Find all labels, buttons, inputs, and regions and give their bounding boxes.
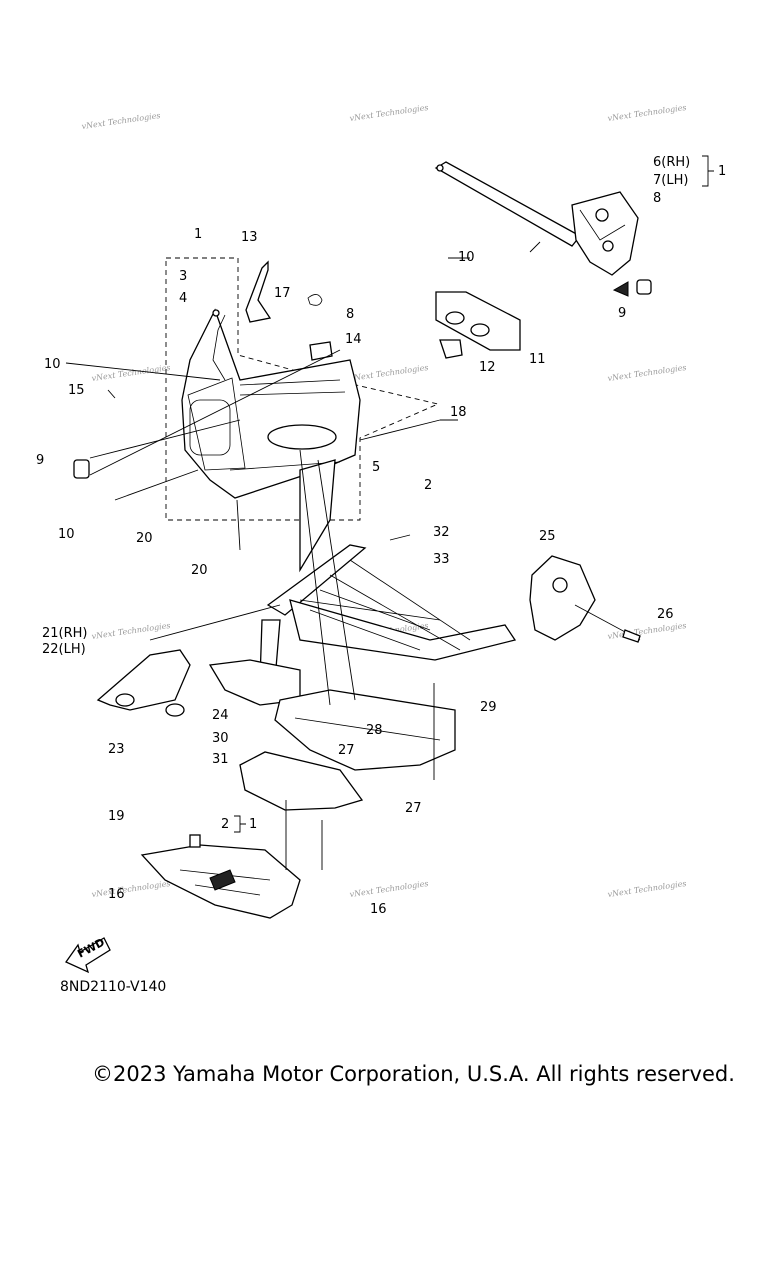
bracket-25[interactable] bbox=[529, 555, 641, 641]
callout: 10 bbox=[58, 527, 75, 542]
callout: 13 bbox=[241, 230, 258, 245]
callout: 9 bbox=[618, 306, 626, 321]
plate-31[interactable] bbox=[239, 751, 364, 811]
callout: 22(LH) bbox=[42, 642, 86, 657]
arrow-marker bbox=[612, 281, 629, 297]
watermark: vNext Technologies bbox=[349, 363, 429, 383]
callout: 3 bbox=[179, 269, 187, 284]
callout: 29 bbox=[480, 700, 497, 715]
callout: 14 bbox=[345, 332, 362, 347]
copyright-notice: ©2023 Yamaha Motor Corporation, U.S.A. A… bbox=[92, 1062, 735, 1086]
watermark: vNext Technologies bbox=[607, 879, 687, 899]
callout: 2 bbox=[221, 817, 229, 832]
fwd-arrow-icon: FWD bbox=[65, 936, 111, 974]
upper-bar[interactable] bbox=[434, 161, 581, 247]
skid-plate-19[interactable] bbox=[140, 834, 301, 919]
callout: 7(LH) bbox=[653, 173, 688, 188]
callout: 8 bbox=[653, 191, 661, 206]
watermark: vNext Technologies bbox=[349, 879, 429, 899]
front-frame-assembly[interactable] bbox=[181, 308, 361, 499]
watermark: vNext Technologies bbox=[607, 363, 687, 383]
watermark: vNext Technologies bbox=[81, 111, 161, 131]
callout: 27 bbox=[405, 801, 422, 816]
callout: 31 bbox=[212, 752, 229, 767]
callout: 15 bbox=[68, 383, 85, 398]
callout: 12 bbox=[479, 360, 496, 375]
callout: 32 bbox=[433, 525, 450, 540]
callout: 10 bbox=[44, 357, 61, 372]
rubber-9-left[interactable] bbox=[73, 459, 90, 479]
callout: 33 bbox=[433, 552, 450, 567]
main-frame[interactable] bbox=[259, 459, 517, 681]
callout: 19 bbox=[108, 809, 125, 824]
callout: 21(RH) bbox=[42, 626, 88, 641]
callout: 5 bbox=[372, 460, 380, 475]
rubber-9-upper[interactable] bbox=[636, 279, 652, 295]
callout-brackets bbox=[234, 155, 714, 833]
callout: 25 bbox=[539, 529, 556, 544]
callout: 1 bbox=[718, 164, 726, 179]
parts-diagram: vNext Technologies vNext Technologies vN… bbox=[36, 103, 726, 974]
callout: 1 bbox=[249, 817, 257, 832]
bracket-12[interactable] bbox=[439, 339, 463, 359]
callout: 9 bbox=[36, 453, 44, 468]
callout: 6(RH) bbox=[653, 155, 690, 170]
callout: 16 bbox=[108, 887, 125, 902]
watermark: vNext Technologies bbox=[349, 103, 429, 123]
leader-lines bbox=[65, 241, 541, 870]
bracket-14[interactable] bbox=[309, 341, 333, 361]
callout: 1 bbox=[194, 227, 202, 242]
callout: 8 bbox=[346, 307, 354, 322]
callouts: 1 13 3 4 17 8 14 10 15 9 10 20 20 5 18 2… bbox=[36, 155, 726, 917]
callout: 20 bbox=[191, 563, 208, 578]
callout: 27 bbox=[338, 743, 355, 758]
callout: 28 bbox=[366, 723, 383, 738]
watermark: vNext Technologies bbox=[607, 103, 687, 123]
watermark: vNext Technologies bbox=[607, 621, 687, 641]
callout: 23 bbox=[108, 742, 125, 757]
bracket-13[interactable] bbox=[245, 260, 272, 323]
plate-11[interactable] bbox=[435, 291, 521, 351]
callout: 17 bbox=[274, 286, 291, 301]
callout: 2 bbox=[424, 478, 432, 493]
watermark: vNext Technologies bbox=[91, 879, 171, 899]
callout: 26 bbox=[657, 607, 674, 622]
clip-17[interactable] bbox=[307, 294, 323, 306]
callout: 11 bbox=[529, 352, 546, 367]
callout: 30 bbox=[212, 731, 229, 746]
callout: 18 bbox=[450, 405, 467, 420]
callout: 20 bbox=[136, 531, 153, 546]
callout: 24 bbox=[212, 708, 229, 723]
bolt-26[interactable] bbox=[622, 629, 641, 643]
callout: 16 bbox=[370, 902, 387, 917]
callout: 4 bbox=[179, 291, 187, 306]
bracket-6-7[interactable] bbox=[571, 191, 639, 276]
plate-29[interactable] bbox=[274, 689, 456, 771]
figure-code: 8ND2110-V140 bbox=[60, 979, 167, 995]
bracket-21-22[interactable] bbox=[96, 649, 191, 717]
callout: 10 bbox=[458, 250, 475, 265]
